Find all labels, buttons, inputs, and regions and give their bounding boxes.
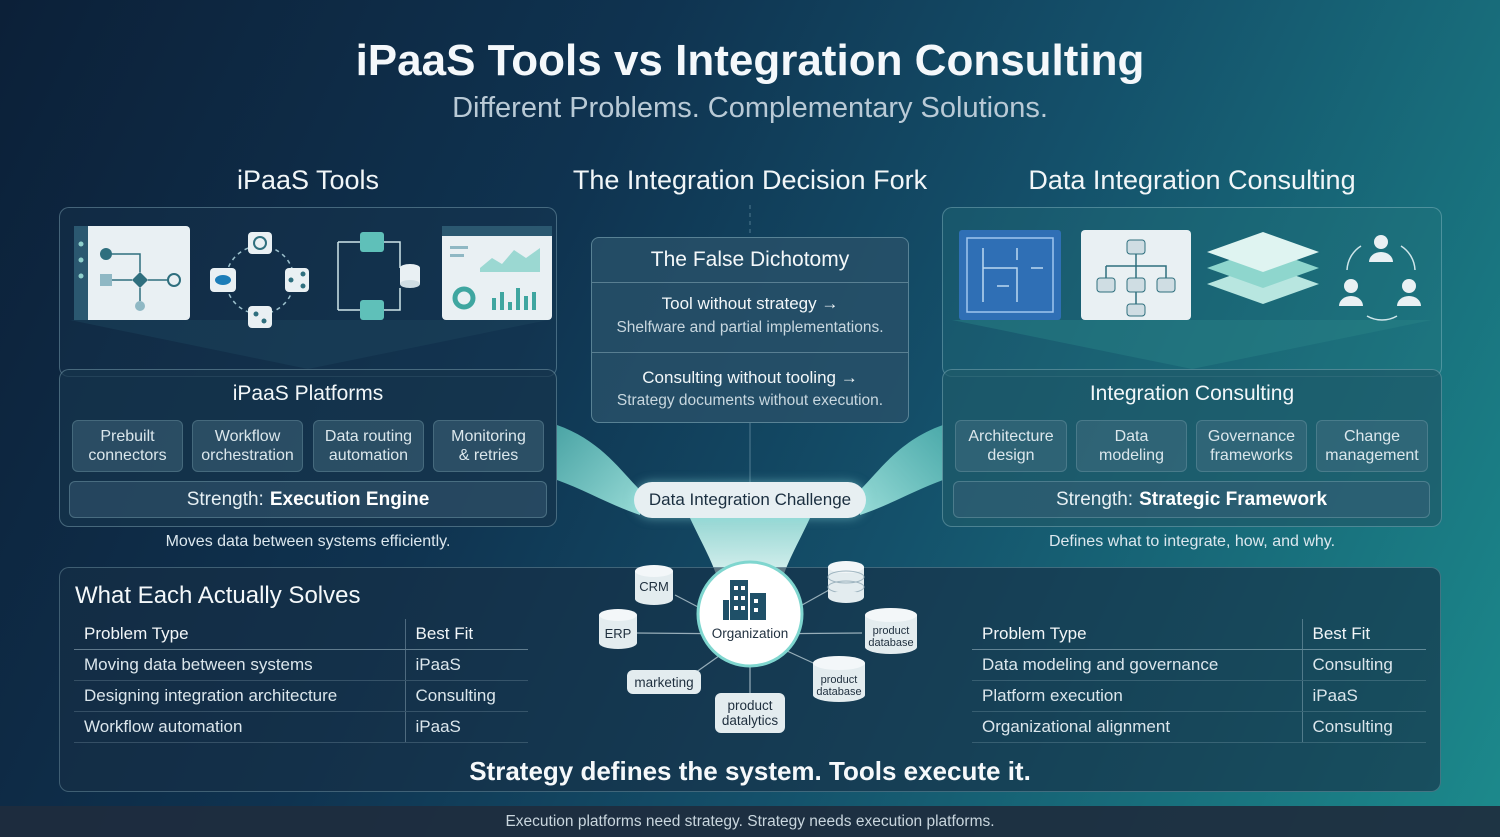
table-header-row: Problem Type Best Fit (972, 619, 1426, 650)
consulting-strength: Strength:Strategic Framework (953, 481, 1430, 518)
product-database-icon-1 (865, 608, 917, 654)
footer-bar: Execution platforms need strategy. Strat… (0, 806, 1500, 837)
table-header-row: Problem Type Best Fit (74, 619, 528, 650)
feature-prebuilt-connectors: Prebuilt connectors (72, 420, 183, 472)
tagline: Strategy defines the system. Tools execu… (469, 756, 1031, 786)
ipaas-platforms-panel (59, 369, 557, 527)
product-database-icon-2 (813, 656, 865, 702)
page-subtitle: Different Problems. Complementary Soluti… (452, 92, 1048, 124)
ipaas-caption: Moves data between systems efficiently. (165, 533, 451, 550)
left-stream (557, 425, 640, 515)
dichotomy-item1-text: Shelfware and partial implementations. (616, 319, 884, 336)
product-datalytics-node: product datalytics (715, 693, 785, 733)
left-heading: iPaaS Tools (236, 165, 380, 195)
blueprint-icon (959, 230, 1061, 320)
crm-database-icon (635, 565, 673, 605)
col-best-fit: Best Fit (1301, 619, 1426, 650)
consulting-caption: Defines what to integrate, how, and why. (1048, 533, 1336, 550)
product-database-label-1: product database (868, 625, 914, 649)
feature-data-modeling: Data modeling (1076, 420, 1187, 472)
strength-prefix: Strength: (186, 488, 264, 510)
workflow-builder-icon (74, 226, 190, 320)
feature-workflow-orchestration: Workflow orchestration (192, 420, 303, 472)
fit-cell: Consulting (1301, 649, 1426, 681)
false-dichotomy-box (591, 237, 909, 423)
ipaas-illustrations (74, 226, 552, 328)
what-each-solves-heading: What Each Actually Solves (75, 582, 361, 609)
feature-change-management: Change management (1316, 420, 1428, 472)
monitoring-dashboard-icon (442, 226, 552, 320)
problem-cell: Workflow automation (74, 711, 405, 743)
fit-cell: iPaaS (404, 649, 528, 681)
stacked-database-icon (827, 561, 865, 603)
ipaas-strength: Strength:Execution Engine (69, 481, 547, 518)
dichotomy-divider-2 (592, 352, 908, 353)
dichotomy-item2-title: Consulting without tooling → (642, 368, 858, 387)
problem-cell: Organizational alignment (972, 711, 1302, 743)
right-heading: Data Integration Consulting (1028, 165, 1356, 195)
stem-stream (690, 518, 810, 580)
product-database-label-2: product database (816, 674, 862, 698)
col-best-fit: Best Fit (404, 619, 528, 650)
building-icon (723, 580, 766, 620)
crm-label: CRM (639, 579, 669, 594)
right-stream (860, 425, 943, 515)
footer-text: Execution platforms need strategy. Strat… (505, 812, 995, 830)
governance-layers-icon (1207, 232, 1319, 304)
data-integration-challenge-pill: Data Integration Challenge (634, 482, 866, 518)
right-funnel (952, 320, 1432, 369)
strength-prefix: Strength: (1055, 488, 1134, 510)
problem-cell: Data modeling and governance (972, 649, 1302, 681)
marketing-node: marketing (627, 670, 701, 694)
erp-database-icon (599, 609, 637, 649)
dichotomy-item1-title: Tool without strategy → (661, 294, 839, 313)
right-solves-table: Problem Type Best Fit Data modeling and … (972, 619, 1426, 743)
consulting-visual-panel (942, 207, 1442, 377)
center-heading: The Integration Decision Fork (572, 165, 928, 195)
fit-cell: iPaaS (1301, 680, 1426, 712)
fit-cell: Consulting (1301, 711, 1426, 743)
dichotomy-item2-text: Strategy documents without execution. (616, 392, 884, 409)
erp-label: ERP (604, 626, 632, 641)
strength-value: Strategic Framework (1139, 488, 1328, 510)
feature-monitoring: Monitoring & retries (433, 420, 544, 472)
integration-consulting-title: Integration Consulting (1089, 382, 1295, 405)
consulting-illustrations (959, 230, 1421, 321)
feature-architecture-design: Architecture design (955, 420, 1067, 472)
fit-cell: Consulting (404, 680, 528, 712)
col-problem-type: Problem Type (74, 619, 405, 650)
left-solves-table: Problem Type Best Fit Moving data betwee… (74, 619, 528, 743)
people-cycle-icon (1339, 235, 1421, 321)
feature-governance-frameworks: Governance frameworks (1196, 420, 1307, 472)
data-routing-icon (337, 232, 420, 320)
dichotomy-divider-1 (592, 282, 908, 283)
col-problem-type: Problem Type (972, 619, 1302, 650)
problem-cell: Moving data between systems (74, 649, 405, 681)
data-model-icon (1081, 230, 1191, 320)
page-title: iPaaS Tools vs Integration Consulting (355, 36, 1145, 85)
ipaas-visual-panel (59, 207, 557, 377)
fit-cell: iPaaS (404, 711, 528, 743)
problem-cell: Designing integration architecture (74, 680, 405, 712)
connectors-cycle-icon (210, 232, 309, 328)
integration-consulting-panel (942, 369, 1442, 527)
organization-label: Organization (711, 626, 789, 641)
ipaas-platforms-title: iPaaS Platforms (232, 382, 384, 405)
organization-hub-diagram (599, 560, 917, 703)
feature-data-routing: Data routing automation (313, 420, 424, 472)
problem-cell: Platform execution (972, 680, 1302, 712)
left-funnel (70, 320, 548, 369)
strength-value: Execution Engine (269, 488, 430, 510)
false-dichotomy-title: The False Dichotomy (650, 248, 850, 271)
